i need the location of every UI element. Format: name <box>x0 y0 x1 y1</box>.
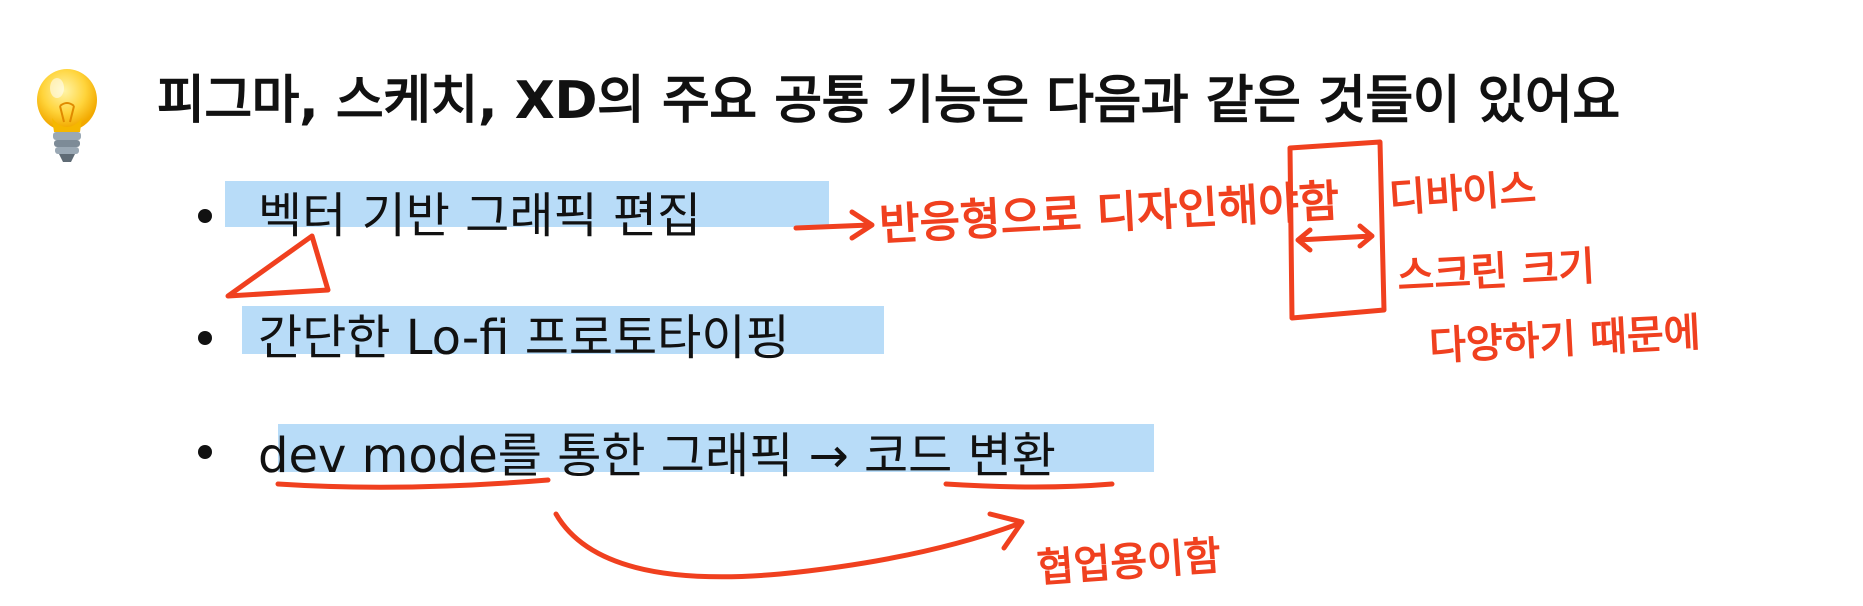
bullet-dot <box>198 445 212 459</box>
list-item-text: dev mode를 통한 그래픽 → 코드 변환 <box>258 428 1056 484</box>
arrow-head <box>987 511 1025 551</box>
page-title: 피그마, 스케치, XD의 주요 공통 기능은 다음과 같은 것들이 있어요 <box>157 71 1620 131</box>
note-device: 디바이스 <box>1387 166 1537 222</box>
device-sketch <box>1287 139 1387 321</box>
note-responsive: 반응형으로 디자인해야함 <box>878 176 1341 251</box>
note-various: 다양하기 때문에 <box>1428 310 1702 370</box>
bullet-dot <box>198 331 212 345</box>
highlight-mark <box>225 181 829 227</box>
curved-arrow <box>553 511 1021 580</box>
note-collab: 협업용이함 <box>1035 533 1222 592</box>
list-item-text: 벡터 기반 그래픽 편집 <box>258 188 702 244</box>
bullet-dot <box>198 209 212 223</box>
lightbulb-icon <box>37 69 97 162</box>
list-item-text: 간단한 Lo-fi 프로토타이핑 <box>258 310 790 366</box>
double-arrow <box>1295 223 1375 253</box>
highlight-mark <box>242 306 884 354</box>
note-screen-size: 스크린 크기 <box>1396 244 1596 300</box>
highlight-mark <box>278 424 1154 472</box>
